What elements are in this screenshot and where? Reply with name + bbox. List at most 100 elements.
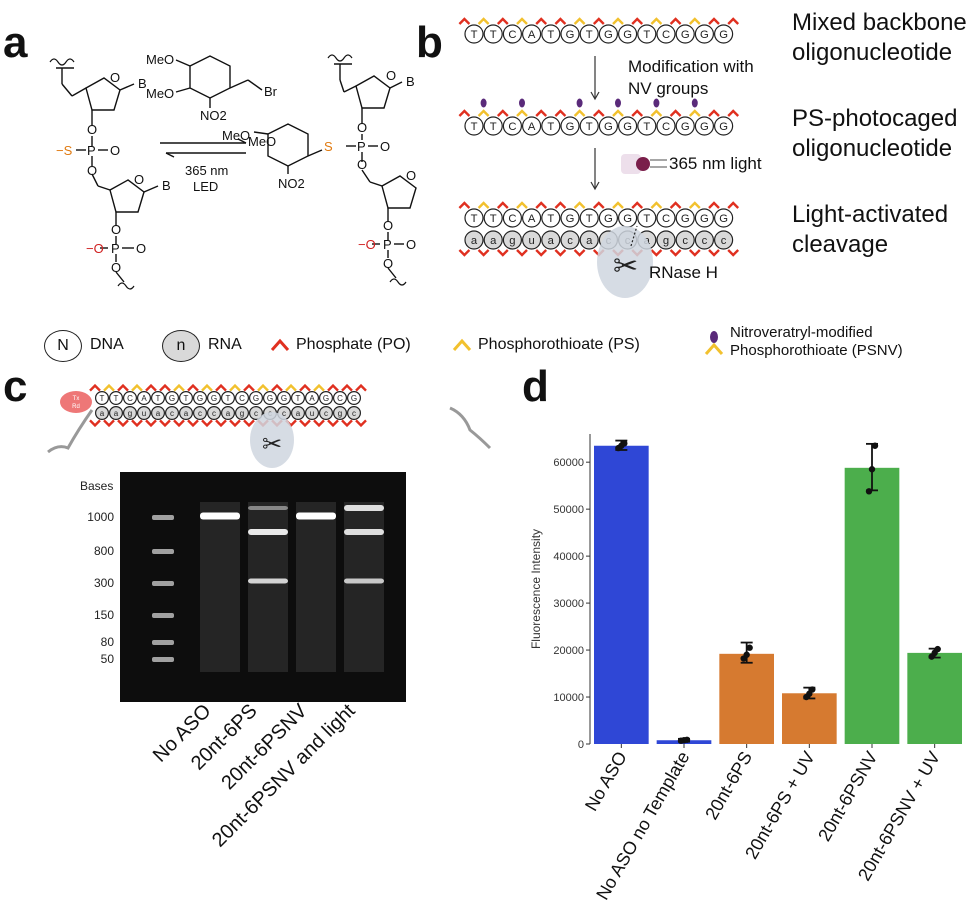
texas-red-dye <box>60 391 92 413</box>
dna-nucleotide <box>521 24 542 44</box>
backbone-linkage <box>243 383 255 392</box>
dna-nucleotide <box>483 24 503 44</box>
dna-nucleotide <box>235 391 250 406</box>
backbone-linkage <box>327 419 339 428</box>
svg-text:MeO: MeO <box>222 128 250 143</box>
dna-nucleotide <box>483 116 503 136</box>
nucleotide-letter: c <box>282 409 286 418</box>
lane-smear <box>344 502 384 672</box>
dna-nucleotide <box>675 116 695 136</box>
nucleotide-letter: c <box>567 235 573 247</box>
rna-nucleotide <box>521 230 542 250</box>
backbone-linkage <box>688 249 701 257</box>
nucleotide-letter: G <box>623 121 632 133</box>
nucleotide-letter: A <box>528 213 536 225</box>
oxygen-anion-left: −O <box>86 241 104 256</box>
nucleotide-letter: A <box>528 29 536 41</box>
svg-text:O: O <box>386 68 396 83</box>
dna-nucleotide <box>277 391 292 406</box>
nucleotide-letter: T <box>490 213 497 225</box>
nucleotide-letter: T <box>547 213 554 225</box>
dna-nucleotide <box>714 116 734 136</box>
dna-nucleotide <box>502 116 523 136</box>
step1-arrowhead <box>590 91 600 101</box>
svg-text:O: O <box>110 143 120 158</box>
dna-nucleotide <box>541 208 561 228</box>
nucleotide-letter: c <box>170 409 174 418</box>
dna-nucleotide <box>319 391 334 406</box>
rna-nucleotide <box>137 406 152 421</box>
backbone-linkage <box>650 201 663 209</box>
legend-po-text: Phosphate (PO) <box>296 336 411 353</box>
nucleotide-letter: T <box>586 213 593 225</box>
nucleotide-letter: u <box>142 409 146 418</box>
svg-text:MeO: MeO <box>146 52 174 67</box>
backbone-linkage <box>355 419 367 428</box>
data-point <box>743 651 750 658</box>
nucleotide-letter: g <box>509 235 515 247</box>
reagent-benzene-ring <box>189 55 231 99</box>
dna-nucleotide <box>122 391 137 406</box>
backbone-linkage <box>117 383 129 392</box>
lane-smear <box>248 502 288 672</box>
nucleotide-letter: G <box>681 29 690 41</box>
backbone-linkage <box>573 249 586 257</box>
gel-band <box>344 578 384 584</box>
backbone-linkage <box>535 109 548 117</box>
dna-nucleotide <box>694 208 714 228</box>
backbone-linkage <box>145 419 157 428</box>
nucleotide-letter: c <box>682 235 688 247</box>
backbone-linkage <box>612 109 624 117</box>
svg-text:O: O <box>111 260 121 275</box>
nucleotide-letter: c <box>702 235 708 247</box>
dna-nucleotide <box>541 24 561 44</box>
nucleotide-letter: c <box>212 409 216 418</box>
rna-nucleotide <box>656 230 676 250</box>
backbone-linkage <box>727 17 740 25</box>
nucleotide-letter: a <box>490 235 497 247</box>
backbone-linkage <box>727 249 740 257</box>
nucleotide-letter: T <box>547 121 554 133</box>
dna-nucleotide <box>560 208 580 228</box>
x-tick-label: 20nt-6PSNV <box>814 748 881 845</box>
panel-letter-d: d <box>522 362 549 411</box>
backbone-linkage <box>554 201 567 209</box>
nucleotide-letter: T <box>643 213 650 225</box>
nucleotide-letter: C <box>508 121 516 133</box>
nucleotide-letter: C <box>127 394 133 403</box>
nucleotide-letter: T <box>643 29 650 41</box>
nucleotide-letter: C <box>662 121 670 133</box>
lane-smear <box>200 502 240 672</box>
y-tick-label: 30000 <box>553 598 584 610</box>
ladder-label: 80 <box>101 635 115 649</box>
backbone-linkage <box>669 17 682 25</box>
oxygen-anion-right: −O <box>358 237 376 252</box>
backbone-linkage <box>496 109 509 117</box>
dna-nucleotide <box>714 24 734 44</box>
step2-label: 365 nm light <box>669 154 762 173</box>
svg-text:O: O <box>134 172 144 187</box>
dna-nucleotide <box>291 391 306 406</box>
gel-band <box>344 529 384 535</box>
svg-text:P: P <box>357 139 366 154</box>
bar <box>844 467 900 744</box>
backbone-linkage <box>477 17 490 25</box>
y-tick-label: 10000 <box>553 692 584 704</box>
dna-nucleotide <box>137 391 152 406</box>
backbone-linkage <box>631 201 644 209</box>
gel-band <box>344 505 384 511</box>
backbone-linkage <box>592 201 605 209</box>
backbone-linkage <box>727 109 740 117</box>
backbone-linkage <box>131 383 143 392</box>
backbone-linkage <box>173 419 185 428</box>
rna-nucleotide <box>579 230 599 250</box>
dna-nucleotide <box>675 208 695 228</box>
sugar-ring-left-top <box>85 77 121 111</box>
nucleotide-letter: c <box>324 409 328 418</box>
svg-text:B: B <box>162 178 171 193</box>
nucleotide-letter: T <box>184 394 189 403</box>
sulfur-anion: −S <box>56 143 73 158</box>
